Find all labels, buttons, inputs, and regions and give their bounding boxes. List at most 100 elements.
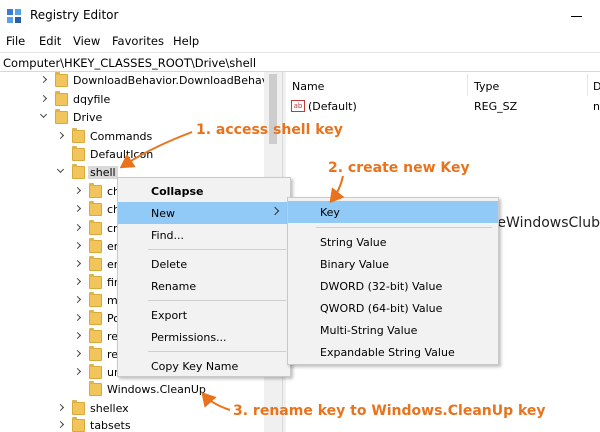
submenu-item-key[interactable]: Key xyxy=(288,201,498,223)
folder-icon xyxy=(72,128,85,143)
folder-icon xyxy=(89,292,102,307)
folder-icon xyxy=(89,328,102,343)
submenu-item-expandable-string-value[interactable]: Expandable String Value xyxy=(288,341,498,363)
chevron-right-icon[interactable] xyxy=(74,260,82,268)
tree-node-shellex[interactable]: shellex xyxy=(0,400,264,418)
folder-icon xyxy=(89,310,102,325)
tree-node-drive[interactable]: Drive xyxy=(0,109,264,127)
menu-edit[interactable]: Edit xyxy=(39,34,62,48)
tree-node-downloadbehavior[interactable]: DownloadBehavior.DownloadBehav xyxy=(0,72,268,90)
address-bar[interactable]: Computer\HKEY_CLASSES_ROOT\Drive\shell xyxy=(0,52,600,72)
folder-icon xyxy=(89,364,102,379)
values-pane[interactable]: Name Type D ab (Default) REG_SZ n xyxy=(287,72,600,432)
chevron-right-icon[interactable] xyxy=(74,368,82,376)
chevron-right-icon[interactable] xyxy=(40,95,48,103)
menu-view[interactable]: View xyxy=(73,34,101,48)
tree-node-fir[interactable]: fir xyxy=(0,274,264,292)
tree-node-shell[interactable]: shell xyxy=(0,164,264,182)
folder-icon xyxy=(89,346,102,361)
tree-pane[interactable]: DownloadBehavior.DownloadBehav dqyfile D… xyxy=(0,72,282,432)
folder-icon xyxy=(72,400,85,415)
folder-icon xyxy=(89,183,102,198)
submenu-item-multi-string-value[interactable]: Multi-String Value xyxy=(288,319,498,341)
folder-icon xyxy=(72,146,85,161)
menu-separator xyxy=(148,249,286,250)
tree-node-ch-1[interactable]: ch xyxy=(0,183,264,201)
menu-item-label: New xyxy=(151,207,175,220)
tree-node-label: re xyxy=(107,330,119,343)
column-header-data[interactable]: D xyxy=(593,80,600,93)
tree-node-windows-cleanup[interactable]: Windows.CleanUp xyxy=(0,381,264,399)
chevron-right-icon[interactable] xyxy=(74,187,82,195)
submenu-item-binary-value[interactable]: Binary Value xyxy=(288,253,498,275)
folder-icon xyxy=(72,417,85,432)
tree-node-po[interactable]: Po xyxy=(0,310,264,328)
submenu-item-string-value[interactable]: String Value xyxy=(288,231,498,253)
chevron-right-icon[interactable] xyxy=(57,132,65,140)
chevron-right-icon[interactable] xyxy=(74,314,82,322)
annotation-step-2: 2. create new Key xyxy=(328,160,470,176)
tree-node-label: Windows.CleanUp xyxy=(107,383,206,396)
chevron-right-icon[interactable] xyxy=(74,350,82,358)
chevron-right-icon[interactable] xyxy=(40,76,48,84)
chevron-down-icon[interactable] xyxy=(40,113,48,121)
menu-item-label: Binary Value xyxy=(320,258,390,271)
value-name: (Default) xyxy=(308,100,357,113)
folder-icon xyxy=(89,274,102,289)
chevron-down-icon[interactable] xyxy=(57,168,65,176)
menu-item-delete[interactable]: Delete xyxy=(118,253,290,275)
tree-node-cr[interactable]: cr xyxy=(0,220,264,238)
chevron-right-icon[interactable] xyxy=(74,242,82,250)
registry-editor-icon xyxy=(7,9,21,23)
menu-bar: File Edit View Favorites Help xyxy=(0,32,600,52)
tree-node-ur[interactable]: ur xyxy=(0,364,264,382)
tree-node-label: fir xyxy=(107,276,119,289)
column-header-name[interactable]: Name xyxy=(292,80,325,93)
tree-node-label: tabsets xyxy=(90,419,131,432)
menu-item-find[interactable]: Find... xyxy=(118,224,290,246)
menu-item-copy-key-name[interactable]: Copy Key Name xyxy=(118,355,290,377)
chevron-right-icon[interactable] xyxy=(74,278,82,286)
chevron-right-icon[interactable] xyxy=(74,224,82,232)
tree-node-defaulticon[interactable]: DefaultIcon xyxy=(0,146,264,164)
folder-icon xyxy=(55,109,68,124)
menu-favorites[interactable]: Favorites xyxy=(112,34,164,48)
submenu-item-qword-value[interactable]: QWORD (64-bit) Value xyxy=(288,297,498,319)
column-separator[interactable] xyxy=(587,74,588,96)
chevron-right-icon[interactable] xyxy=(57,404,65,412)
title-bar: Registry Editor xyxy=(0,0,600,32)
chevron-right-icon[interactable] xyxy=(57,421,65,429)
menu-item-label: Rename xyxy=(151,280,197,293)
menu-item-label: Collapse xyxy=(151,185,204,198)
tree-node-re-1[interactable]: re xyxy=(0,328,264,346)
column-header-type[interactable]: Type xyxy=(474,80,500,93)
tree-node-m[interactable]: m xyxy=(0,292,264,310)
value-data: n xyxy=(593,100,600,113)
menu-item-collapse[interactable]: Collapse xyxy=(118,180,290,202)
menu-item-permissions[interactable]: Permissions... xyxy=(118,326,290,348)
tree-node-label: ch xyxy=(107,185,121,198)
minimize-button[interactable] xyxy=(562,6,592,26)
chevron-right-icon xyxy=(270,206,280,216)
chevron-right-icon[interactable] xyxy=(74,296,82,304)
menu-item-new[interactable]: New xyxy=(118,202,290,224)
menu-item-label: Multi-String Value xyxy=(320,324,418,337)
chevron-right-icon[interactable] xyxy=(74,332,82,340)
tree-node-ch-2[interactable]: ch xyxy=(0,201,264,219)
tree-node-re-2[interactable]: re xyxy=(0,346,264,364)
menu-item-rename[interactable]: Rename xyxy=(118,275,290,297)
submenu-item-dword-value[interactable]: DWORD (32-bit) Value xyxy=(288,275,498,297)
chevron-right-icon[interactable] xyxy=(74,205,82,213)
folder-icon xyxy=(89,220,102,235)
tree-node-tabsets[interactable]: tabsets xyxy=(0,417,264,432)
tree-node-dqyfile[interactable]: dqyfile xyxy=(0,91,264,109)
tree-node-label: re xyxy=(107,348,119,361)
menu-file[interactable]: File xyxy=(6,34,26,48)
folder-icon xyxy=(72,164,85,179)
menu-help[interactable]: Help xyxy=(173,34,200,48)
scrollbar-thumb[interactable] xyxy=(269,74,277,144)
column-separator[interactable] xyxy=(467,74,468,96)
address-path[interactable]: Computer\HKEY_CLASSES_ROOT\Drive\shell xyxy=(3,56,257,70)
menu-item-label: Expandable String Value xyxy=(320,346,455,359)
menu-item-export[interactable]: Export xyxy=(118,304,290,326)
